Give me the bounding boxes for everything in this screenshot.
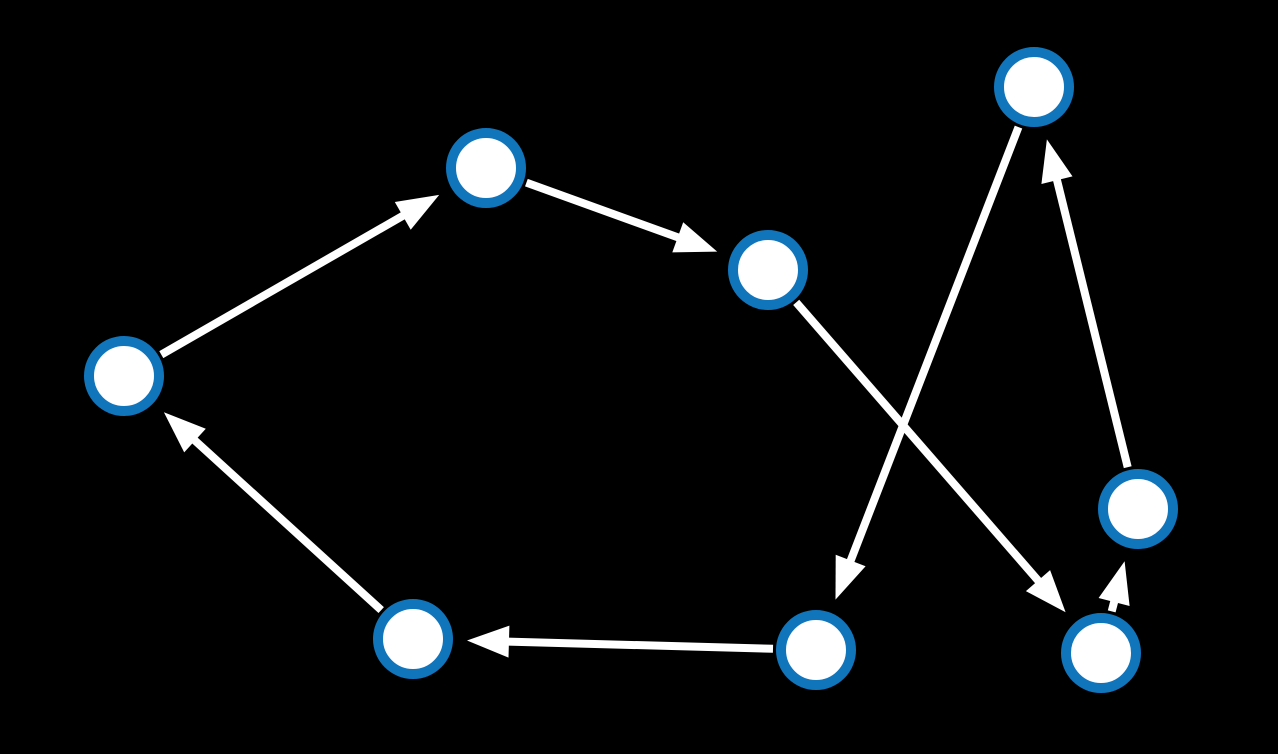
graph-edge-node-left-to-node-upper-middle — [159, 205, 418, 359]
graph-node-left — [84, 336, 164, 416]
graph-edge-arrowhead-node-bottom-left-to-node-left — [163, 412, 206, 453]
graph-edge-node-upper-middle-to-node-middle — [525, 178, 693, 247]
graph-edge-arrowhead-node-top-right-to-node-bottom-middle — [835, 554, 866, 600]
graph-node-middle — [728, 230, 808, 310]
graph-edge-node-right-middle-to-node-top-right — [1049, 164, 1132, 469]
graph-node-right-middle — [1098, 469, 1178, 549]
graph-edge-arrowhead-node-middle-to-node-bottom-right — [1025, 570, 1066, 613]
graph-edge-arrowhead-node-upper-middle-to-node-middle — [672, 222, 718, 253]
graph-node-bottom-right — [1061, 613, 1141, 693]
graph-edge-arrowhead-node-bottom-middle-to-node-bottom-left — [467, 625, 510, 658]
graph-node-bottom-middle — [776, 610, 856, 690]
graph-node-top-right — [994, 47, 1074, 127]
graph-edge-node-top-right-to-node-bottom-middle — [841, 125, 1023, 576]
graph-node-upper-middle — [446, 128, 526, 208]
graph-edge-arrowhead-node-bottom-right-to-node-right-middle — [1098, 561, 1130, 606]
graph-edge-arrowhead-node-left-to-node-upper-middle — [394, 194, 440, 230]
graph-edge-node-middle-to-node-bottom-right — [793, 299, 1051, 595]
graph-node-bottom-left — [373, 599, 453, 679]
graph-edge-arrowhead-node-right-middle-to-node-top-right — [1041, 139, 1073, 184]
graph-edge-node-bottom-middle-to-node-bottom-left — [494, 637, 774, 653]
graph-edge-node-bottom-left-to-node-left — [181, 427, 384, 614]
